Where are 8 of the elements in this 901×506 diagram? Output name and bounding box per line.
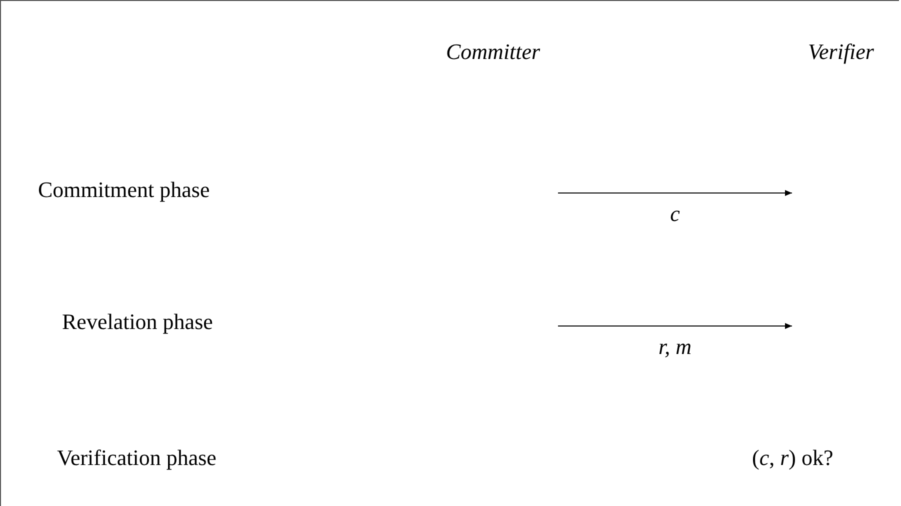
- message-label: c: [670, 203, 680, 225]
- phase-label: Revelation phase: [62, 308, 213, 336]
- column-header: Committer: [446, 38, 540, 66]
- column-header: Verifier: [808, 38, 874, 66]
- phase-label: Verification phase: [57, 444, 216, 472]
- check-text: (c, r) ok?: [752, 444, 834, 472]
- phase-label: Commitment phase: [38, 176, 210, 204]
- message-label: r, m: [658, 336, 692, 358]
